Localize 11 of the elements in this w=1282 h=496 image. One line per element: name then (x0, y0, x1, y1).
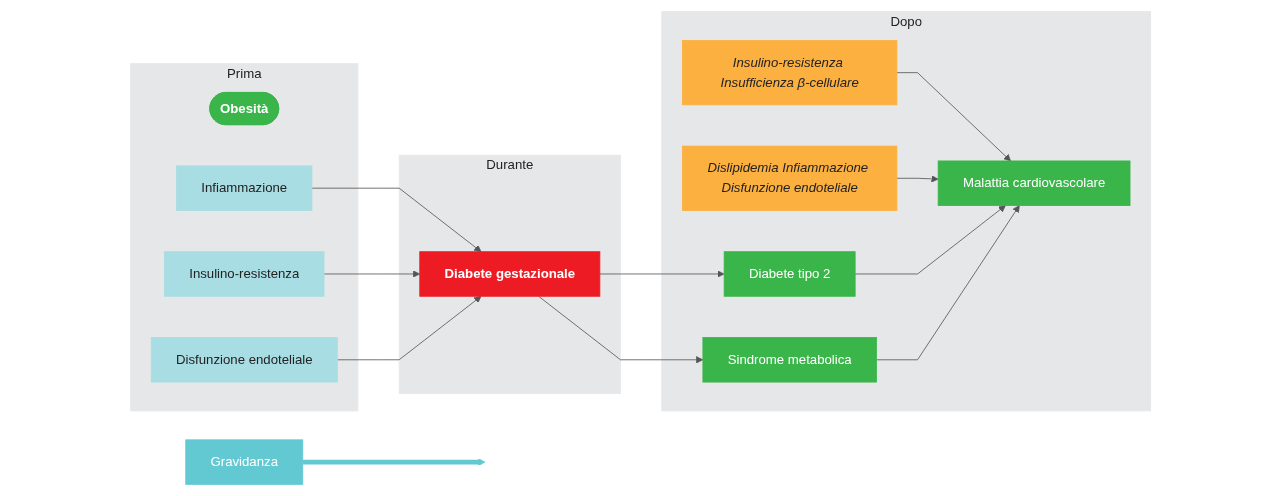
node-box: Diabete gestazionale (419, 251, 601, 297)
node-box: Sindrome metabolica (702, 337, 878, 383)
node-box: Diabete tipo 2 (724, 251, 856, 297)
node-box: Gravidanza (185, 439, 304, 485)
arrow (303, 458, 486, 466)
node-box: Dislipidemia Infiammazione Disfunzione endoteliale (682, 145, 898, 211)
node-box: Infiammazione (176, 165, 313, 211)
node-box: Insulino-resistenza (164, 251, 325, 297)
node-box: Disfunzione endoteliale (151, 337, 339, 383)
node-box: Insulino-resistenza Insufficienza β-cellulare (682, 40, 898, 106)
node-box: Malattia cardiovascolare (938, 160, 1131, 206)
